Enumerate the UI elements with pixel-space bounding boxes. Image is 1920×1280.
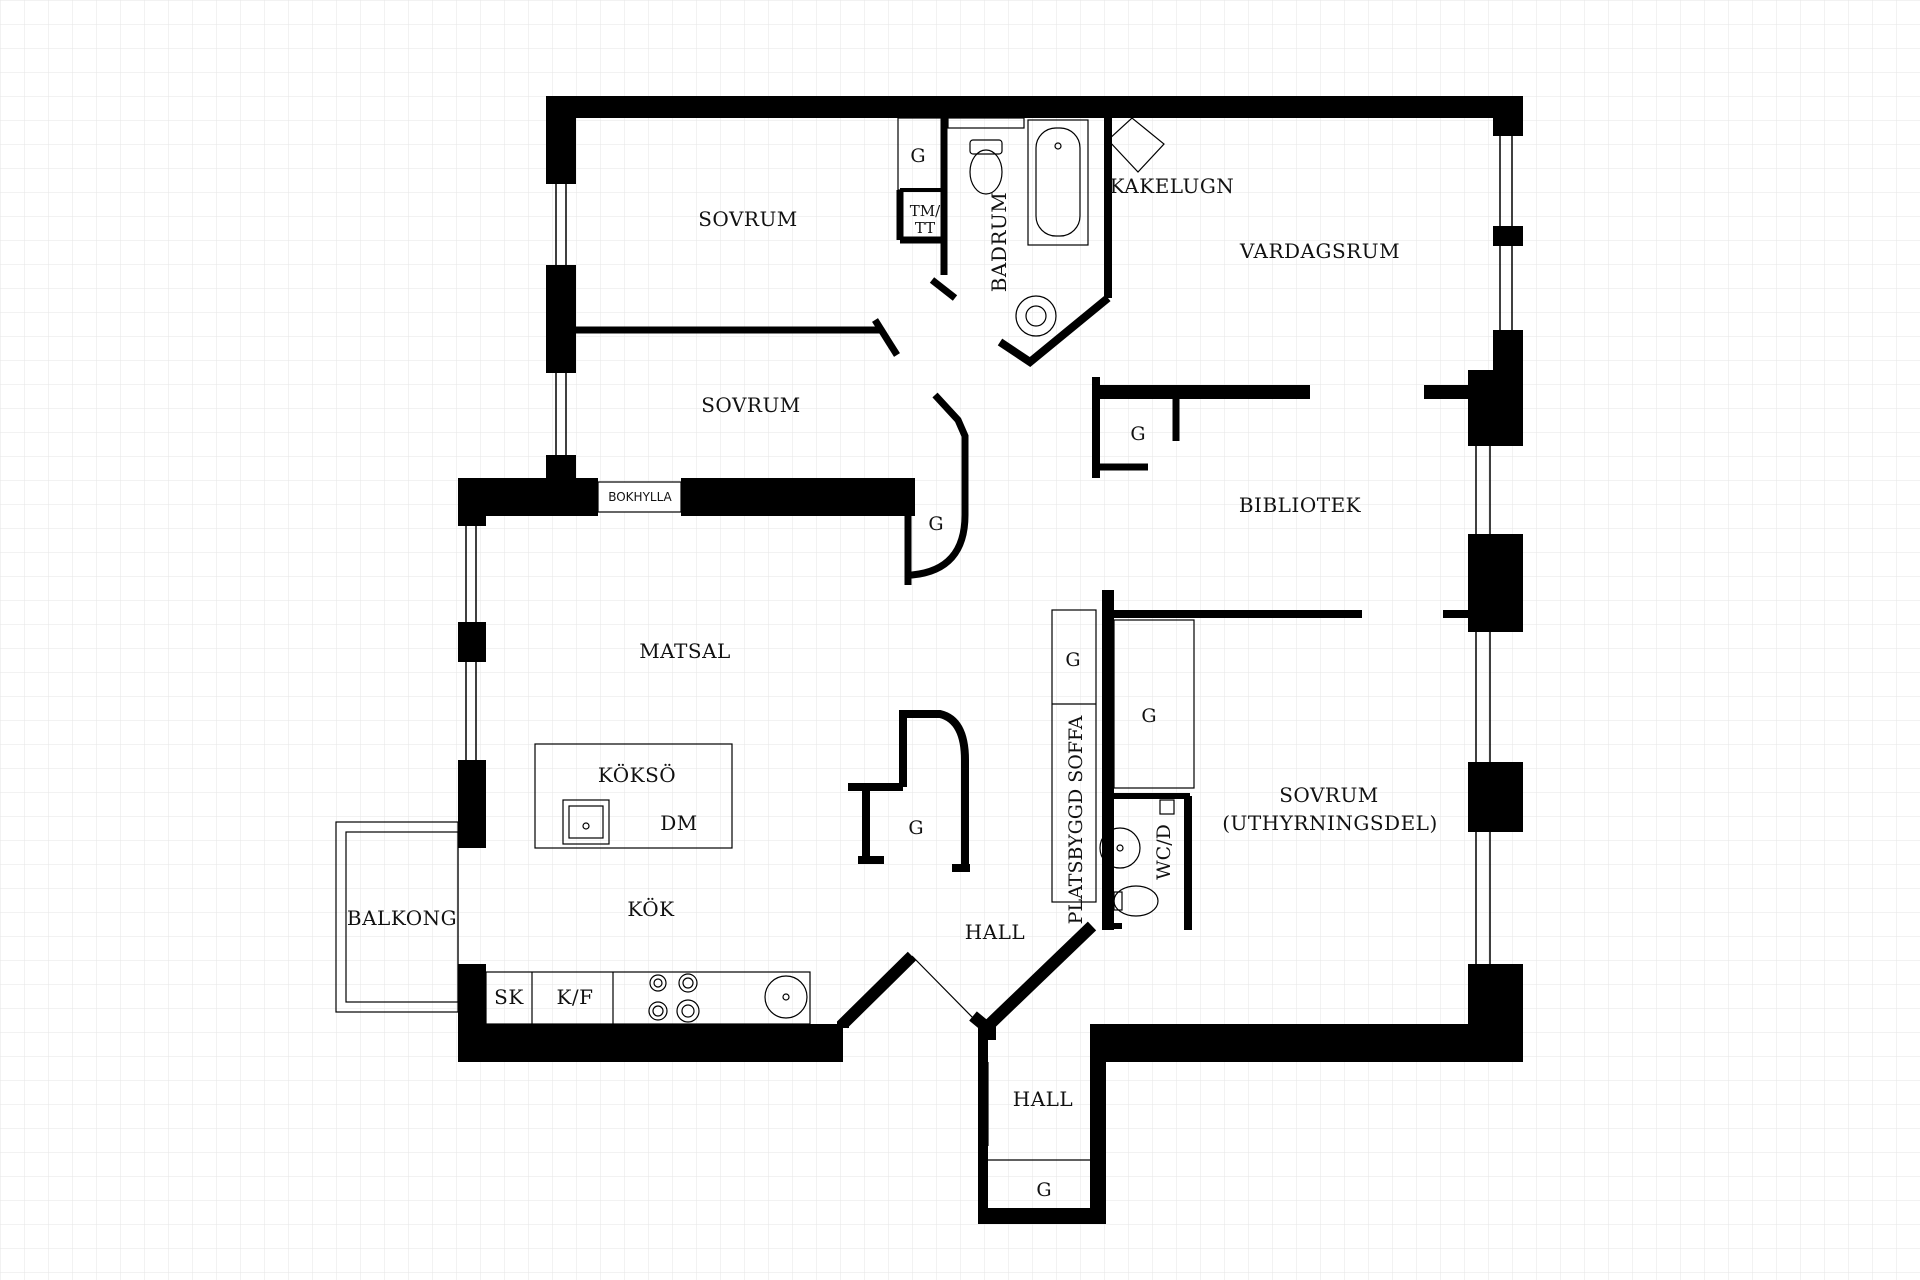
- label-koksoe: KÖKSÖ: [598, 762, 676, 787]
- label-kf: K/F: [556, 985, 593, 1009]
- label-wc-d: WC/D: [1153, 824, 1175, 880]
- label-matsal: MATSAL: [639, 639, 731, 663]
- outer-walls: [458, 96, 1523, 1224]
- label-sovrum-ut-1: SOVRUM: [1279, 783, 1379, 807]
- windows: [465, 136, 1513, 1146]
- interior-walls: [576, 118, 1493, 1040]
- label-sovrum-ut-2: (UTHYRNINGSDEL): [1222, 811, 1438, 835]
- label-g-entry: G: [1036, 1179, 1051, 1201]
- label-g-hall-center: G: [908, 817, 923, 839]
- label-bokhylla: BOKHYLLA: [608, 490, 672, 504]
- label-bibliotek: BIBLIOTEK: [1239, 493, 1362, 517]
- label-g-hall-curve: G: [928, 513, 943, 535]
- label-sovrum-2: SOVRUM: [701, 393, 801, 417]
- label-vardagsrum: VARDAGSRUM: [1239, 239, 1400, 263]
- label-tm-tt-1: TM/: [910, 202, 941, 220]
- label-g-soffa: G: [1065, 649, 1080, 671]
- label-badrum: BADRUM: [987, 192, 1011, 293]
- room-labels: SOVRUM SOVRUM G TM/ TT BADRUM KAKELUGN V…: [347, 145, 1438, 1201]
- label-sk: SK: [494, 985, 524, 1009]
- label-balkong: BALKONG: [347, 906, 457, 930]
- label-kok: KÖK: [627, 896, 675, 921]
- label-platsbyggd-soffa: PLATSBYGGD SOFFA: [1065, 715, 1087, 924]
- label-tm-tt-2: TT: [915, 219, 935, 237]
- label-kakelugn: KAKELUGN: [1110, 174, 1235, 198]
- label-hall-main: HALL: [965, 920, 1025, 944]
- label-g-bibliotek: G: [1130, 423, 1145, 445]
- label-dm: DM: [660, 811, 698, 835]
- label-g-sovrum-ut: G: [1141, 705, 1156, 727]
- fixtures-outline: [335, 117, 1195, 1161]
- label-hall-entry: HALL: [1013, 1087, 1073, 1111]
- label-g-closet-top: G: [910, 145, 925, 167]
- label-sovrum-1: SOVRUM: [698, 207, 798, 231]
